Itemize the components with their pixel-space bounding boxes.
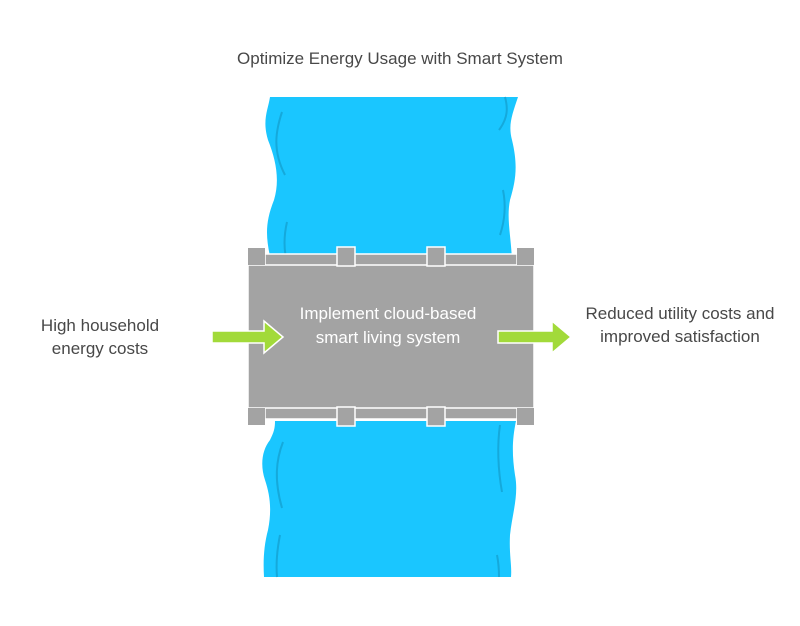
bridge-bottom-rail	[264, 406, 518, 420]
river-bottom-ripple-left-2	[275, 534, 281, 578]
process-label: Implement cloud-based smart living syste…	[299, 304, 477, 347]
bridge-deck	[247, 264, 535, 409]
bridge-post-top-mid-1	[336, 246, 356, 267]
river-top	[265, 97, 518, 265]
river-bottom-ripple-left	[275, 441, 284, 509]
river-top-ripple-left	[275, 111, 286, 176]
river-top-ripple-right-2	[499, 189, 506, 236]
bridge-top-rail	[264, 253, 518, 267]
bridge-post-top-left	[248, 248, 265, 265]
bridge-post-bottom-right	[517, 408, 534, 425]
bridge-post-bottom-mid-2	[426, 406, 446, 427]
output-arrow-icon	[497, 319, 573, 355]
river-bottom-ripple-right-2	[496, 554, 500, 578]
output-label: Reduced utility costs and improved satis…	[585, 304, 775, 346]
bridge-post-top-mid-2	[426, 246, 446, 267]
bridge-post-bottom-mid-1	[336, 406, 356, 427]
bridge-post-bottom-left	[248, 408, 265, 425]
bridge-post-top-right	[517, 248, 534, 265]
river-top-ripple-right	[498, 96, 508, 131]
river-bottom	[262, 421, 517, 577]
diagram-title: Optimize Energy Usage with Smart System	[237, 49, 563, 68]
input-label: High household energy costs	[40, 316, 160, 358]
bridge	[247, 246, 535, 427]
input-arrow-icon	[211, 319, 285, 355]
river-bottom-ripple-right	[497, 424, 503, 493]
